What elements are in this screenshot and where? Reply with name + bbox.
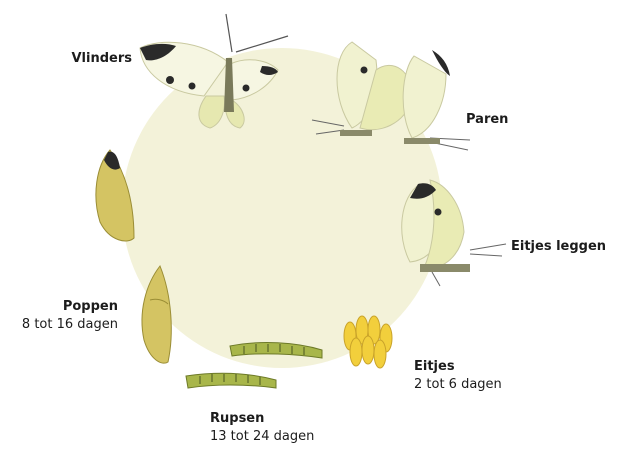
stage-label-pupae: Poppen 8 tot 16 dagen xyxy=(0,298,118,334)
stage-duration: 8 tot 16 dagen xyxy=(0,316,118,334)
stage-title: Vlinders xyxy=(40,50,132,68)
stage-label-egg-laying: Eitjes leggen xyxy=(511,238,621,256)
stage-label-eggs: Eitjes 2 tot 6 dagen xyxy=(414,358,544,394)
stage-title: Paren xyxy=(466,111,566,129)
stage-title: Rupsen xyxy=(210,410,350,428)
stage-title: Poppen xyxy=(0,298,118,316)
stage-label-butterflies: Vlinders xyxy=(40,50,132,68)
stage-duration: 13 tot 24 dagen xyxy=(210,428,350,446)
stage-label-mating: Paren xyxy=(466,111,566,129)
stage-duration: 2 tot 6 dagen xyxy=(414,376,544,394)
stage-title: Eitjes leggen xyxy=(511,238,621,256)
stage-title: Eitjes xyxy=(414,358,544,376)
stage-label-caterpillars: Rupsen 13 tot 24 dagen xyxy=(210,410,350,446)
